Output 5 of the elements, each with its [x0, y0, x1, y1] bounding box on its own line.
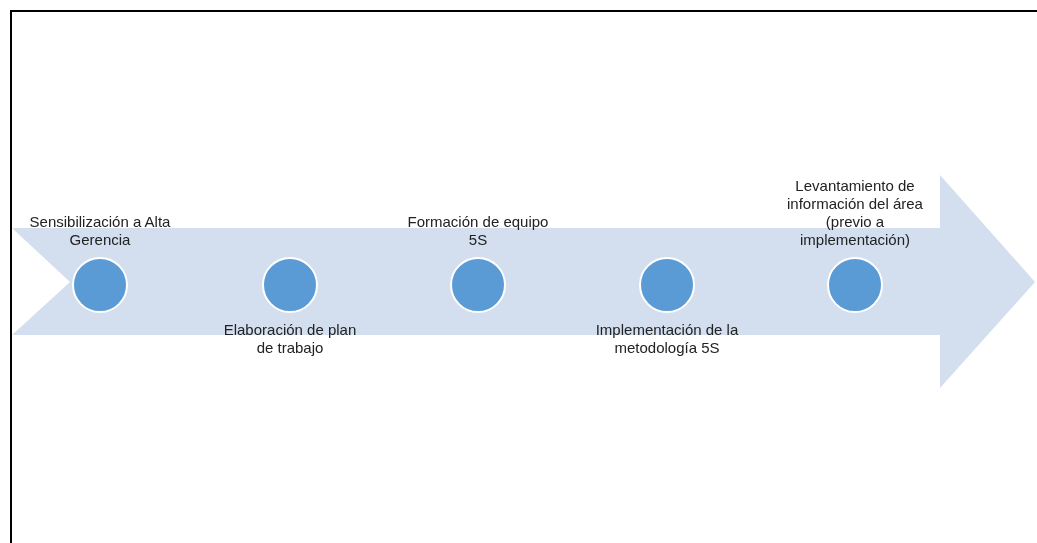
- milestone-label: Levantamiento de información del área (previo a implementación): [786, 177, 924, 249]
- milestone-label: Elaboración de plan de trabajo: [222, 321, 358, 357]
- milestone-label: Implementación de la metodología 5S: [594, 321, 740, 357]
- milestone-label: Sensibilización a Alta Gerencia: [28, 213, 172, 249]
- milestone-label: Formación de equipo 5S: [406, 213, 550, 249]
